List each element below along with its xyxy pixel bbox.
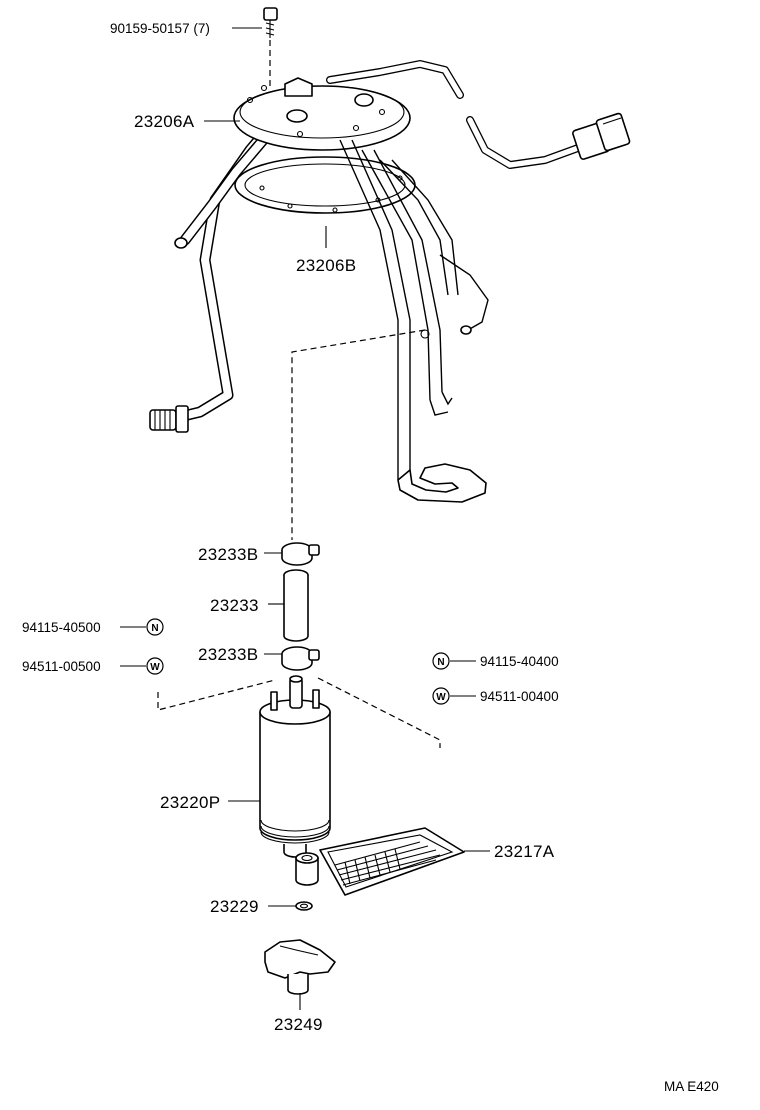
label-pump: 23220P xyxy=(160,793,220,812)
assembly-guide-lines xyxy=(157,329,441,748)
electrical-connector xyxy=(572,112,631,160)
nut-symbol-left: N xyxy=(146,618,164,636)
fuel-filter xyxy=(295,827,465,896)
pump-bracket-assembly xyxy=(149,60,631,503)
nut-symbol-right: N xyxy=(432,652,450,670)
bracket-frame xyxy=(339,139,489,480)
pump-holder-bracket xyxy=(397,329,487,503)
washer-symbol-right: W xyxy=(432,687,450,705)
gasket xyxy=(234,156,416,214)
hose-clamp-lower xyxy=(281,646,320,671)
fuel-pump xyxy=(259,675,331,858)
outlet-pipe xyxy=(169,94,298,424)
label-washer-right: 94511-00400 xyxy=(480,689,559,704)
filter-mesh xyxy=(334,841,441,886)
diagram-code: MA E420 xyxy=(664,1079,719,1094)
pipe-fitting xyxy=(149,405,189,433)
label-gauge-plate: 23206A xyxy=(134,112,195,131)
svg-text:W: W xyxy=(436,692,446,703)
label-gasket: 23206B xyxy=(296,256,356,275)
label-hose: 23233 xyxy=(210,596,259,615)
svg-text:N: N xyxy=(437,657,444,668)
label-clamp-upper: 23233B xyxy=(198,545,258,564)
fuel-hose xyxy=(283,569,309,642)
clip xyxy=(295,901,313,911)
label-clamp-lower: 23233B xyxy=(198,645,258,664)
pump-cushion xyxy=(264,939,336,995)
wire-harness xyxy=(326,60,582,169)
leader-lines xyxy=(120,27,490,1010)
label-filter: 23217A xyxy=(494,842,555,861)
label-nut-right: 94115-40400 xyxy=(480,654,559,669)
label-nut-left: 94115-40500 xyxy=(22,620,101,635)
svg-text:W: W xyxy=(150,662,160,673)
screw-bolt xyxy=(263,7,278,90)
label-bolt: 90159-50157 (7) xyxy=(110,21,210,36)
hose-clamp-upper xyxy=(281,542,320,566)
washer-symbol-left: W xyxy=(146,657,164,675)
label-clip: 23229 xyxy=(210,897,259,916)
label-cushion: 23249 xyxy=(274,1015,323,1034)
label-washer-left: 94511-00500 xyxy=(22,659,101,674)
gauge-plate xyxy=(233,77,411,151)
svg-text:N: N xyxy=(151,623,158,634)
